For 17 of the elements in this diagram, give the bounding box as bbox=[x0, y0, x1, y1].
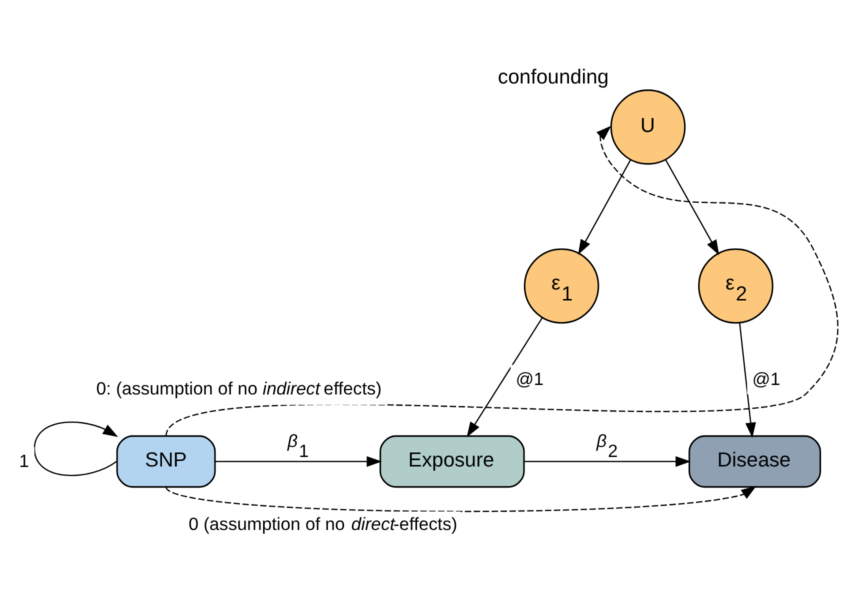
arrow bbox=[33, 421, 118, 476]
arrow bbox=[664, 158, 719, 255]
node-label: confounding bbox=[497, 66, 608, 88]
arrow bbox=[738, 322, 756, 438]
node-box: Exposure bbox=[379, 434, 524, 488]
arrow bbox=[578, 159, 631, 254]
node-box: Disease bbox=[688, 434, 821, 488]
edge-label: 0 (assumption of no direct-effects) bbox=[188, 514, 457, 534]
arrow bbox=[214, 456, 382, 466]
edge-label: 1 bbox=[18, 450, 29, 470]
node-circle: U bbox=[610, 88, 686, 164]
arrow bbox=[466, 316, 542, 437]
node-box: SNP bbox=[116, 434, 216, 488]
arrow bbox=[524, 456, 690, 466]
edge-label: @1 bbox=[515, 368, 544, 388]
edge-label: @1 bbox=[752, 368, 780, 388]
edge-label: 0: (assumption of no indirect effects) bbox=[96, 378, 382, 398]
